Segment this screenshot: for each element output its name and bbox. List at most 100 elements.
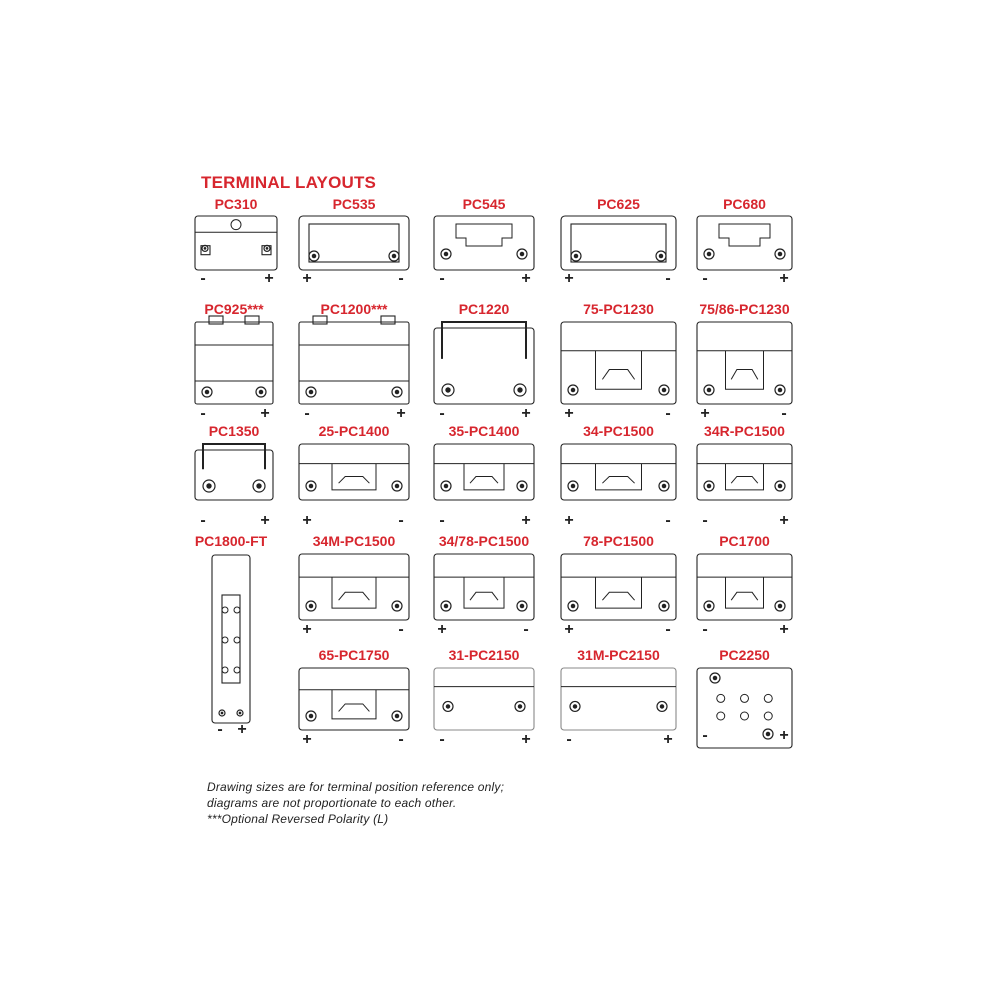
positive-terminal-sign: + (237, 721, 246, 738)
battery-pc1350: PC1350-+ (194, 423, 274, 529)
battery-pc925: PC925*** - + (194, 301, 274, 422)
battery-pc625: PC625+- (560, 196, 677, 287)
negative-terminal-sign: - (702, 512, 707, 529)
battery-34m-pc1500: 34M-PC1500+- (298, 533, 410, 638)
battery-34-pc1500: 34-PC1500+- (560, 423, 677, 529)
positive-terminal-sign: + (260, 405, 269, 422)
terminal-icon (201, 244, 209, 252)
negative-terminal-sign: - (702, 621, 707, 638)
terminal-icon (774, 384, 786, 396)
battery-78-pc1500: 78-PC1500+- (560, 533, 677, 638)
positive-terminal-sign: + (264, 270, 273, 287)
terminal-icon (305, 386, 317, 398)
terminal-icon (202, 479, 216, 493)
positive-terminal-sign: + (521, 270, 530, 287)
terminal-icon (569, 700, 581, 713)
battery-label: 65-PC1750 (319, 647, 390, 663)
terminal-icon (308, 250, 320, 262)
terminal-icon (391, 600, 403, 612)
battery-label: PC2250 (719, 647, 770, 663)
battery-label: PC680 (723, 196, 766, 212)
positive-terminal-sign: + (663, 731, 672, 748)
terminal-icon (658, 600, 670, 612)
battery-31-pc2150: 31-PC2150 - + (433, 647, 535, 748)
positive-terminal-sign: + (260, 512, 269, 529)
positive-terminal-sign: + (302, 512, 311, 529)
terminal-icon (236, 709, 244, 717)
terminal-icon (263, 244, 271, 252)
battery-pc310: PC310-+ (194, 196, 278, 287)
negative-terminal-sign: - (702, 727, 707, 744)
battery-pc1220: PC1220-+ (433, 301, 535, 422)
negative-terminal-sign: - (781, 405, 786, 422)
battery-label: 35-PC1400 (449, 423, 520, 439)
battery-label: 34/78-PC1500 (439, 533, 530, 549)
battery-pc680: PC680-+ (696, 196, 793, 287)
battery-label: PC545 (463, 196, 506, 212)
battery-label: PC535 (333, 196, 376, 212)
negative-terminal-sign: - (398, 621, 403, 638)
positive-terminal-sign: + (700, 405, 709, 422)
positive-terminal-sign: + (564, 405, 573, 422)
terminal-icon (709, 672, 721, 684)
terminal-icon (658, 480, 670, 492)
terminal-icon (305, 480, 317, 492)
battery-label: 25-PC1400 (319, 423, 390, 439)
terminal-icon (655, 250, 667, 262)
terminal-icon (703, 248, 715, 260)
terminal-icon (514, 700, 526, 713)
battery-label: 78-PC1500 (583, 533, 654, 549)
terminal-icon (513, 383, 527, 397)
negative-terminal-sign: - (439, 270, 444, 287)
battery-label: PC1800-FT (195, 533, 268, 549)
battery-35-pc1400: 35-PC1400-+ (433, 423, 535, 529)
negative-terminal-sign: - (398, 270, 403, 287)
negative-terminal-sign: - (665, 405, 670, 422)
negative-terminal-sign: - (304, 405, 309, 422)
positive-terminal-sign: + (779, 270, 788, 287)
terminal-icon (391, 386, 403, 398)
positive-terminal-sign: + (564, 621, 573, 638)
battery-label: PC625 (597, 196, 640, 212)
terminal-icon (218, 709, 226, 717)
terminal-icon (201, 386, 213, 398)
terminal-icon (441, 383, 455, 397)
negative-terminal-sign: - (217, 721, 222, 738)
battery-pc1700: PC1700-+ (696, 533, 793, 638)
positive-terminal-sign: + (564, 512, 573, 529)
terminal-icon (703, 384, 715, 396)
negative-terminal-sign: - (398, 731, 403, 748)
battery-label: 75-PC1230 (583, 301, 654, 317)
positive-terminal-sign: + (302, 731, 311, 748)
battery-label: PC925*** (204, 301, 264, 317)
terminal-icon (703, 600, 715, 612)
footnote-line-1: Drawing sizes are for terminal position … (207, 780, 505, 794)
battery-pc2250: PC2250-+ (696, 647, 793, 749)
battery-pc1200: PC1200***-+ (298, 301, 410, 422)
terminal-icon (440, 600, 452, 612)
battery-34-78-pc1500: 34/78-PC1500+- (433, 533, 535, 638)
positive-terminal-sign: + (521, 731, 530, 748)
battery-label: 34-PC1500 (583, 423, 654, 439)
battery-75-86-pc1230: 75/86-PC1230+- (696, 301, 793, 422)
negative-terminal-sign: - (566, 731, 571, 748)
negative-terminal-sign: - (200, 512, 205, 529)
terminal-icon (567, 384, 579, 396)
battery-pc545: PC545 - + (433, 196, 535, 287)
battery-label: PC1700 (719, 533, 770, 549)
footnote: Drawing sizes are for terminal position … (207, 779, 504, 827)
battery-label: 31-PC2150 (449, 647, 520, 663)
positive-terminal-sign: + (302, 270, 311, 287)
negative-terminal-sign: - (200, 405, 205, 422)
positive-terminal-sign: + (521, 512, 530, 529)
terminal-icon (656, 700, 668, 713)
negative-terminal-sign: - (398, 512, 403, 529)
terminal-icon (255, 386, 267, 398)
terminal-icon (774, 480, 786, 492)
terminal-icon (774, 600, 786, 612)
battery-label: 31M-PC2150 (577, 647, 660, 663)
negative-terminal-sign: - (665, 270, 670, 287)
battery-label: 34M-PC1500 (313, 533, 396, 549)
negative-terminal-sign: - (439, 731, 444, 748)
